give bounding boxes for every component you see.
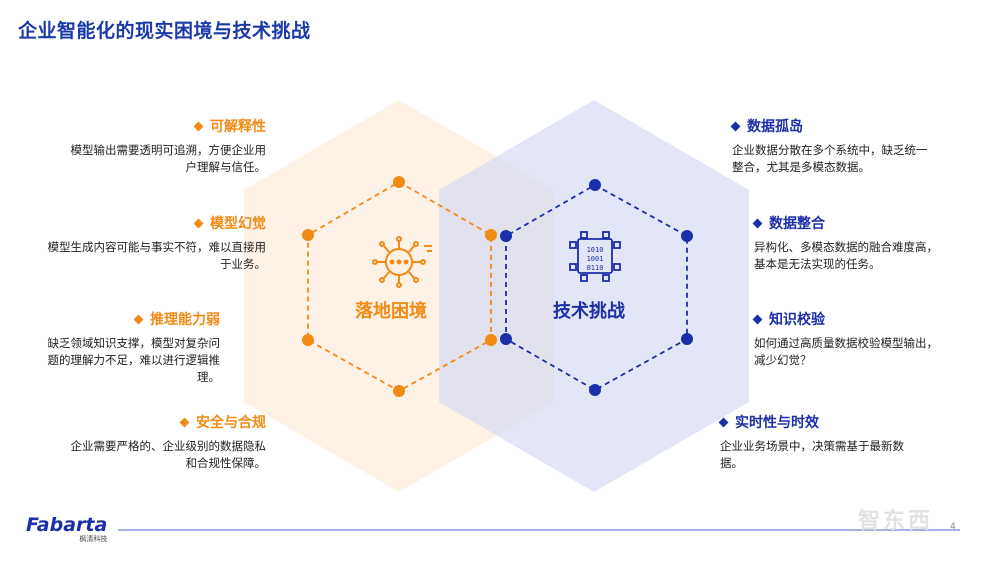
page-title: 企业智能化的现实困境与技术挑战 [18, 20, 311, 42]
item-description: 模型输出需要透明可追溯，方便企业用户理解与信任。 [70, 143, 267, 174]
item-description: 企业需要严格的、企业级别的数据隐私和合规性保障。 [70, 439, 267, 470]
item-heading: 数据整合 [769, 216, 825, 232]
svg-text:1001: 1001 [587, 255, 604, 263]
page-number: 4 [950, 522, 956, 532]
item-description: 缺乏领域知识支撑，模型对复杂问题的理解力不足，难以进行逻辑推理。 [47, 336, 221, 384]
watermark: 智东西 [858, 509, 934, 534]
right-item-3: 知识校验 如何通过高质量数据校验模型输出，减少幻觉？ [752, 309, 942, 369]
left-item-1: 可解释性 模型输出需要透明可追溯，方便企业用户理解与信任。 [60, 116, 267, 176]
left-item-4: 安全与合规 企业需要严格的、企业级别的数据隐私和合规性保障。 [60, 412, 267, 472]
logo-subtitle: 枫清科技 [79, 535, 108, 543]
ai-chip-icon [372, 236, 432, 288]
svg-text:0110: 0110 [587, 264, 604, 272]
item-description: 企业业务场景中，决策需基于最新数据。 [720, 439, 904, 470]
diamond-icon [730, 121, 741, 131]
company-logo: Fabarta 枫清科技 [26, 514, 107, 544]
diamond-icon [752, 314, 763, 324]
logo-name: Fabarta [26, 514, 108, 536]
left-center-label: 落地困境 [355, 301, 427, 322]
svg-text:1010: 1010 [587, 246, 604, 254]
item-description: 异构化、多模态数据的融合难度高，基本是无法实现的任务。 [754, 240, 938, 271]
right-hexagon-bg [439, 100, 749, 492]
binary-cube-icon: 1010 1001 0110 [569, 231, 621, 282]
item-description: 模型生成内容可能与事实不符，难以直接用于业务。 [47, 240, 267, 271]
item-description: 企业数据分散在多个系统中，缺乏统一整合，尤其是多模态数据。 [732, 143, 928, 174]
item-heading: 推理能力弱 [150, 312, 220, 328]
item-heading: 知识校验 [769, 312, 825, 328]
item-heading: 模型幻觉 [210, 216, 266, 232]
right-item-4: 实时性与时效 企业业务场景中，决策需基于最新数据。 [718, 412, 920, 472]
right-center-label: 技术挑战 [553, 301, 625, 322]
item-heading: 实时性与时效 [735, 415, 819, 431]
item-heading: 数据孤岛 [747, 119, 803, 135]
diamond-icon [179, 417, 190, 427]
left-hexagon-nodes [302, 176, 497, 397]
left-item-2: 模型幻觉 模型生成内容可能与事实不符，难以直接用于业务。 [46, 213, 267, 273]
right-hexagon-nodes [500, 179, 693, 396]
left-item-3: 推理能力弱 缺乏领域知识支撑，模型对复杂问题的理解力不足，难以进行逻辑推理。 [46, 309, 221, 386]
diamond-icon [193, 121, 204, 131]
right-item-2: 数据整合 异构化、多模态数据的融合难度高，基本是无法实现的任务。 [752, 213, 942, 273]
item-heading: 安全与合规 [196, 415, 266, 431]
diamond-icon [718, 417, 729, 427]
diamond-icon [752, 218, 763, 228]
diamond-icon [193, 218, 204, 228]
diamond-icon [133, 314, 144, 324]
item-description: 如何通过高质量数据校验模型输出，减少幻觉？ [754, 336, 938, 367]
right-item-1: 数据孤岛 企业数据分散在多个系统中，缺乏统一整合，尤其是多模态数据。 [730, 116, 928, 176]
item-heading: 可解释性 [210, 119, 266, 135]
